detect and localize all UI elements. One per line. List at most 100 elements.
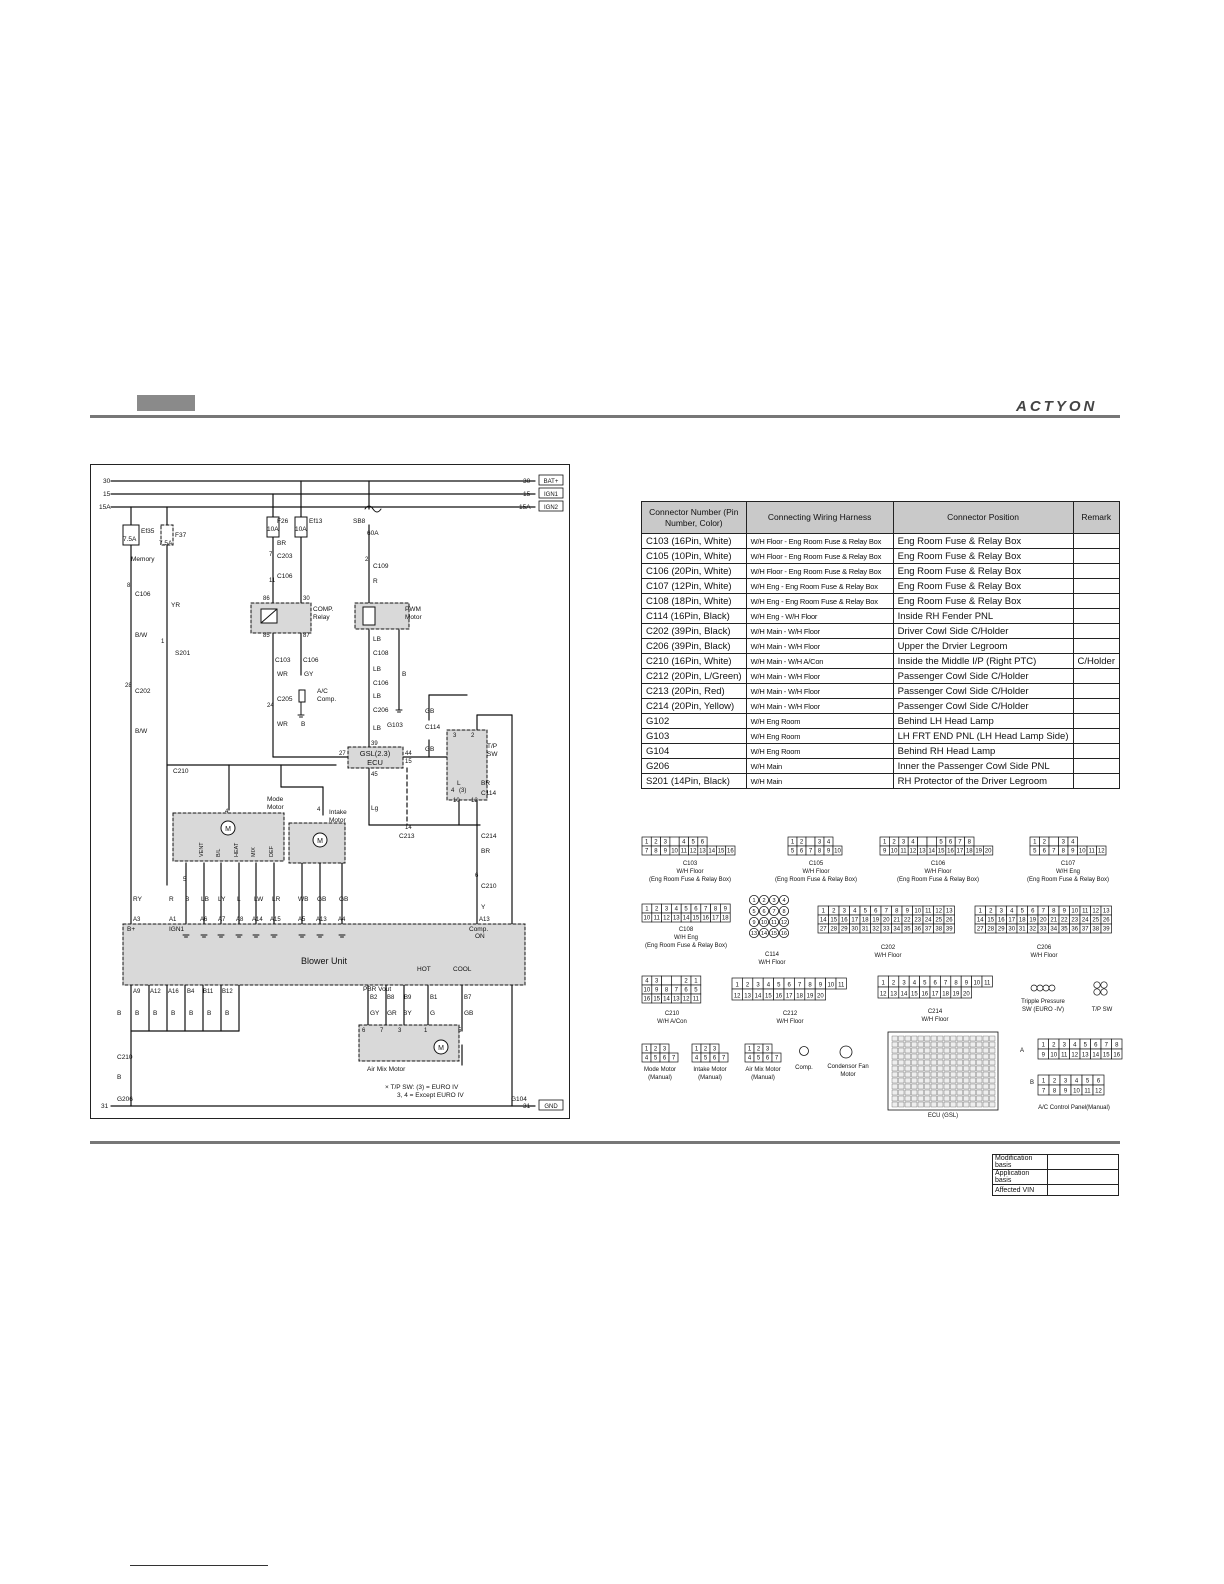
c202-pin: 17 [851, 918, 858, 924]
wire-y: Y [481, 904, 486, 911]
fuse-ef35-rating: 7.5A [123, 536, 137, 543]
cell-position: Eng Room Fuse & Relay Box [892, 578, 1074, 594]
c107-pin: 2 [1043, 840, 1047, 846]
ecu-cell [950, 1035, 957, 1042]
c206-pin: 10 [1071, 909, 1078, 915]
gnd-tag: GND [544, 1104, 558, 1110]
ecu-cell [989, 1041, 996, 1048]
ecu-cell [976, 1095, 983, 1102]
cell-connector: S201 (14Pin, Black) [641, 773, 747, 789]
c103-pin: 3 [664, 840, 668, 846]
ecu-cell [904, 1047, 911, 1054]
cell-remark [1072, 683, 1120, 699]
c114-cell [778, 895, 789, 906]
ecu-cell [891, 1041, 898, 1048]
ecu-cell [976, 1041, 983, 1048]
ecu-cell [930, 1083, 937, 1090]
ecu-cell [956, 1059, 963, 1066]
c202-pin: 5 [864, 909, 868, 915]
cell-remark: C/Holder [1072, 653, 1120, 669]
intake-sub1: (Manual) [698, 1075, 722, 1081]
c214-cell [981, 975, 993, 988]
rail-15-right: 15 [523, 491, 531, 498]
c107-name: C107 [1061, 861, 1076, 867]
intake-pin: 2 [704, 1047, 708, 1053]
wire-lb2: LB [373, 666, 381, 673]
cell-harness: W/H Main - W/H Floor [745, 698, 894, 714]
ecu-cell [911, 1101, 918, 1108]
brand-logo: ACTYON [1016, 398, 1098, 415]
c105-cell [832, 845, 843, 856]
pin-b4: B4 [187, 989, 195, 995]
airmix-pin: 1 [748, 1047, 752, 1053]
ecu-cell [930, 1035, 937, 1042]
wire-gb5: GB [464, 1010, 473, 1017]
ecu-cell [989, 1047, 996, 1054]
ecu-name: ECU (GSL) [928, 1113, 958, 1119]
c212-pin: 2 [746, 983, 750, 989]
def-label: DEF [269, 845, 275, 857]
air-mix-motor-label: Air Mix Motor [367, 1066, 406, 1073]
fuse-sb8-rating: 60A [367, 530, 379, 537]
c206-pin: 23 [1071, 918, 1078, 924]
pin-6b: 6 [362, 1028, 366, 1034]
ecu-cell [982, 1095, 989, 1102]
c206-pin: 16 [998, 918, 1005, 924]
ecu-cell [950, 1089, 957, 1096]
c212-cell [835, 977, 847, 990]
c210-cell [690, 993, 702, 1004]
c106-pin: 19 [975, 849, 982, 855]
ecu-cell [924, 1059, 931, 1066]
cell-remark [1072, 743, 1120, 759]
ecu-cell [924, 1095, 931, 1102]
c206-pin: 11 [1082, 909, 1089, 915]
condenser-cell [839, 1045, 853, 1059]
pin-b8: B8 [387, 995, 395, 1001]
fuse-ef35: Ef35 [141, 528, 155, 535]
comp-on-label: Comp. [469, 926, 488, 933]
cell-harness: W/H Eng Room [745, 728, 894, 744]
c114-pin: 11 [771, 920, 777, 926]
label-c203: C203 [277, 553, 293, 560]
c107-pin: 5 [1033, 849, 1037, 855]
c202-pin: 24 [925, 918, 932, 924]
c202-pin: 19 [872, 918, 879, 924]
c114-pin: 13 [751, 931, 757, 937]
c202-pin: 29 [841, 927, 848, 933]
ign1-tag: IGN1 [544, 492, 559, 498]
condenser-sub1: Motor [840, 1072, 855, 1078]
ecu-cell [891, 1065, 898, 1072]
comp-cell [799, 1046, 809, 1056]
c206-name: C206 [1037, 945, 1052, 951]
pin-b12: B12 [222, 989, 233, 995]
ecu-cell [963, 1035, 970, 1042]
cell-connector: C214 (20Pin, Yellow) [641, 698, 747, 714]
ecu-cell [982, 1101, 989, 1108]
label-c106d: C106 [373, 680, 389, 687]
wire-b7: B [171, 1010, 175, 1017]
c105-pin: 4 [827, 840, 831, 846]
ecu-cell [937, 1095, 944, 1102]
c106-pin: 17 [957, 849, 964, 855]
cell-harness: W/H Eng Room [745, 713, 894, 729]
ecu-cell [924, 1077, 931, 1084]
wire-b2: B [301, 721, 305, 728]
c202-pin: 6 [874, 909, 878, 915]
ecu-cell [924, 1047, 931, 1054]
c212-pin: 5 [777, 983, 781, 989]
c212-name: C212 [783, 1011, 798, 1017]
ecu-cell [904, 1035, 911, 1042]
pin-a5: A5 [298, 917, 306, 923]
section-tab [137, 395, 195, 411]
ecu-cell [904, 1077, 911, 1084]
c108-pin: 6 [694, 907, 698, 913]
acpanel-a-pin: 2 [1052, 1043, 1056, 1049]
intake-pin: 7 [722, 1056, 726, 1062]
c106-pin: 3 [902, 840, 906, 846]
label-c213: C213 [399, 833, 415, 840]
rail-30-right: 30 [523, 478, 531, 485]
acpanel-a-pin: 14 [1092, 1053, 1099, 1059]
pin-85: 85 [263, 633, 270, 639]
c202-sub1: W/H Floor [875, 953, 902, 959]
